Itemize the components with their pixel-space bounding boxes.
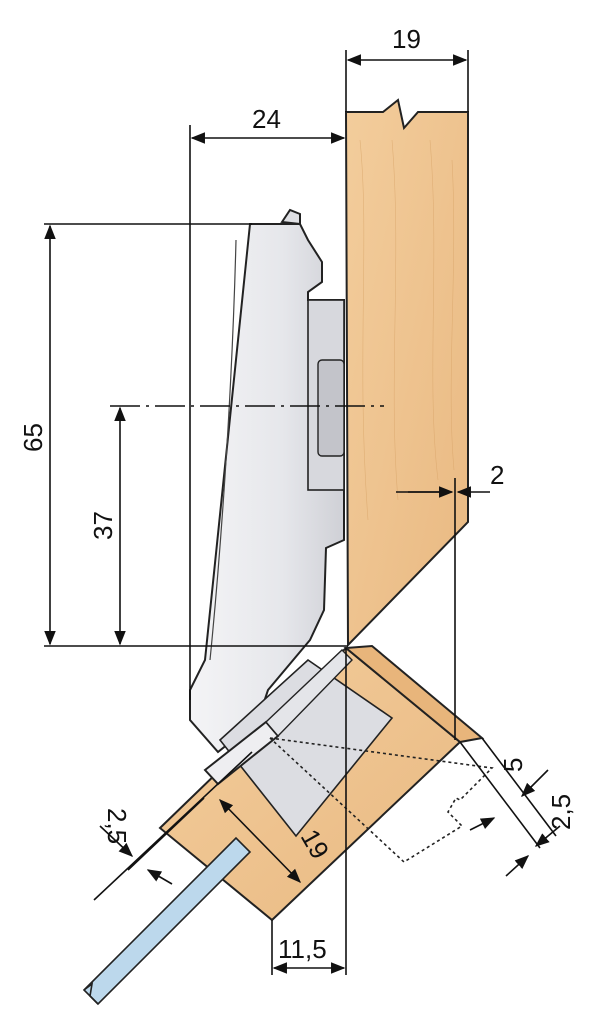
- label-11-5: 11,5: [278, 934, 327, 964]
- label-37: 37: [88, 511, 118, 540]
- dim-19-door: [218, 798, 302, 884]
- label-2: 2: [490, 460, 504, 490]
- hinge-arm: [189, 223, 345, 754]
- dim-5-b: [469, 817, 496, 831]
- door-open-outline: [269, 737, 494, 864]
- label-5: 5: [498, 758, 528, 772]
- dim-2-5-left-b: [146, 869, 173, 885]
- dim-5-a: [520, 769, 549, 798]
- dim-2-5-right-a: [534, 825, 561, 847]
- label-19-top: 19: [392, 24, 421, 54]
- label-65: 65: [18, 423, 48, 452]
- glass-panel-break: [83, 982, 99, 1005]
- dim-2-5-left-a: [99, 825, 134, 857]
- dimension-arrows: [44, 54, 561, 974]
- mounting-plate-slot: [317, 359, 345, 457]
- label-2-5-left: 2,5: [102, 808, 132, 844]
- cabinet-side-panel: [344, 98, 469, 648]
- label-24: 24: [252, 104, 281, 134]
- label-2-5-right: 2,5: [546, 794, 576, 830]
- glass-panel: [82, 836, 252, 1006]
- hinge-linkage: [265, 649, 353, 738]
- wood-grain: [359, 139, 455, 521]
- hinge-arm-top-clip: [280, 208, 301, 226]
- hinge-arm-inner-edge: [209, 239, 237, 661]
- reference-lines: [44, 50, 469, 975]
- dim-2-5-right-b: [505, 855, 530, 877]
